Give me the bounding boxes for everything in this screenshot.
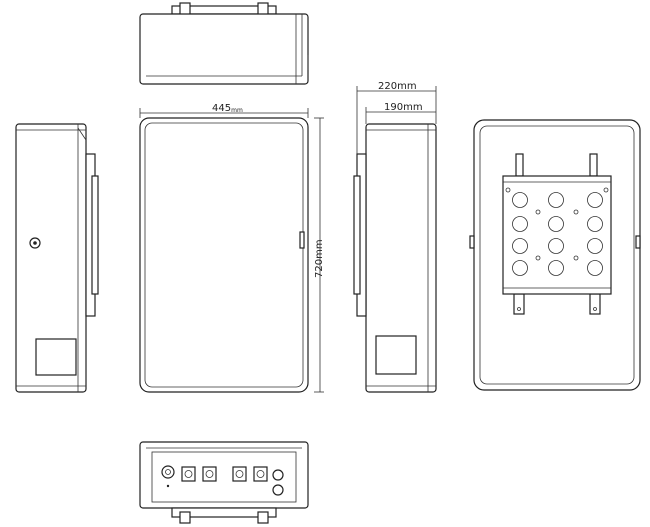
- door-handle: [299, 231, 305, 249]
- depth-body-label: 190mm: [384, 102, 423, 113]
- left-side-view: [15, 123, 99, 393]
- width-dimension: 445mm: [139, 103, 309, 118]
- bottom-view: [139, 441, 309, 524]
- back-view: [469, 119, 641, 391]
- depth-total-label: 220mm: [378, 81, 417, 92]
- depth-dimensions: 220mm 190mm: [356, 81, 437, 154]
- width-value: 445: [212, 103, 231, 114]
- mounting-plate: [502, 175, 612, 295]
- front-view: [139, 117, 309, 393]
- width-label: 445mm: [212, 103, 243, 114]
- vent-panel: [35, 338, 77, 376]
- connector-ports: [181, 466, 268, 482]
- right-side-view: [353, 123, 437, 393]
- height-dimension: 720mm: [314, 117, 325, 393]
- ground-terminal-icon: [161, 465, 175, 479]
- width-unit: mm: [231, 107, 243, 114]
- top-view: [139, 2, 309, 85]
- height-label: 720mm: [314, 239, 325, 278]
- vent-panel-right: [375, 335, 417, 375]
